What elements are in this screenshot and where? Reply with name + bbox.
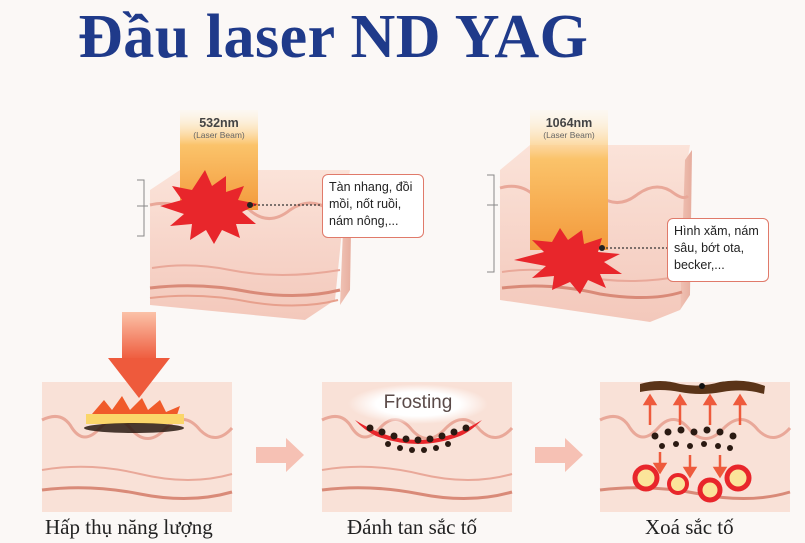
chevron-arrow-2 — [535, 438, 583, 472]
frosting-label: Frosting — [368, 392, 468, 414]
skin-block-absorb — [42, 382, 232, 512]
beam-label-532: 532nm (Laser Beam) — [186, 116, 252, 140]
caption-clear: Xoá sắc tố — [645, 515, 734, 540]
beam-label-1064: 1064nm (Laser Beam) — [534, 116, 604, 140]
skin-block-clear — [600, 382, 790, 512]
wavelength-1064: 1064nm — [534, 116, 604, 130]
chevron-arrow-1 — [256, 438, 304, 472]
wavelength-532: 532nm — [186, 116, 252, 130]
callout-532: Tàn nhang, đồi mồi, nốt ruồi, nám nông,.… — [322, 174, 424, 238]
caption-absorb: Hấp thụ năng lượng — [45, 515, 213, 540]
caption-breakup: Đánh tan sắc tố — [347, 515, 477, 540]
callout-1064: Hình xăm, nám sâu, bớt ota, becker,... — [667, 218, 769, 282]
beam-sub-532: (Laser Beam) — [186, 130, 252, 140]
beam-sub-1064: (Laser Beam) — [534, 130, 604, 140]
